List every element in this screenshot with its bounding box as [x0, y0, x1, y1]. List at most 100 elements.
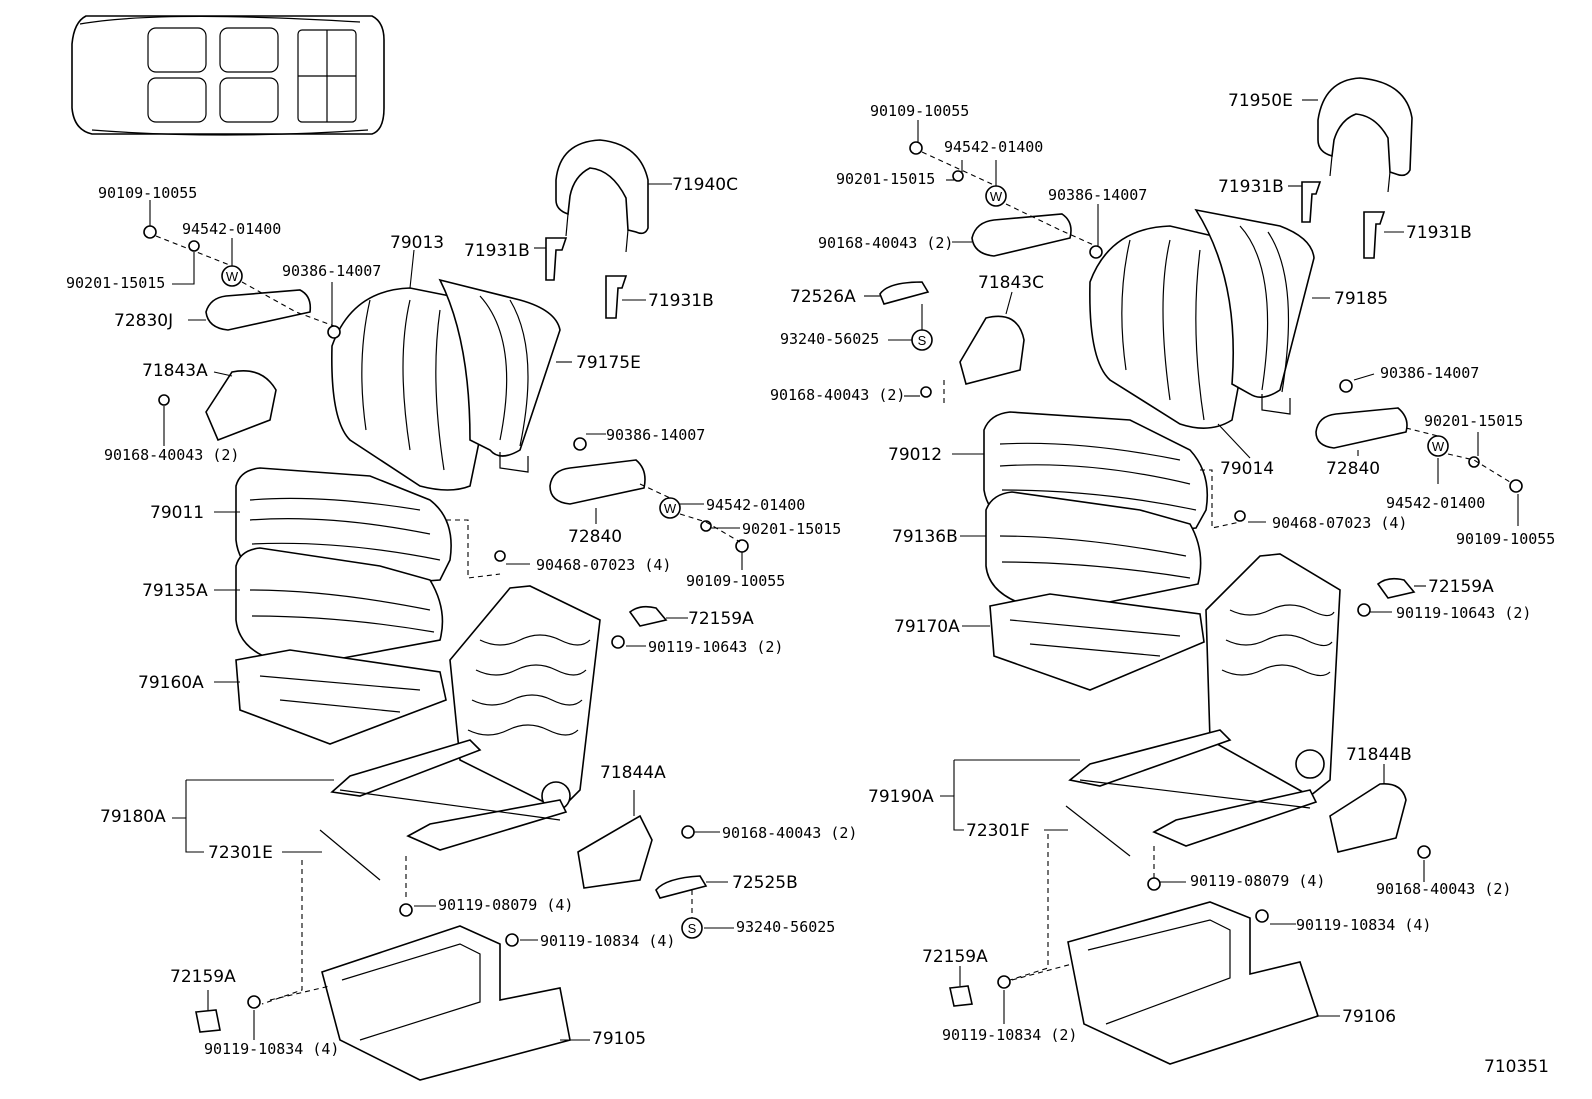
bolt-90119-10834-a [505, 933, 519, 947]
washer-mark-w1-text: W [226, 269, 239, 284]
label-93240-56025-a: 93240-56025 [736, 918, 835, 936]
label-71940c: 71940C [672, 175, 738, 195]
label-90386-14007-d: 90386-14007 [1380, 364, 1479, 382]
label-71931b-c: 71931B [1218, 177, 1284, 197]
label-90119-08079-a: 90119-08079 (4) [438, 896, 573, 914]
diagram-id: 710351 [1484, 1057, 1549, 1077]
label-90168-40043-a: 90168-40043 (2) [104, 446, 239, 464]
recliner-cover-71843a [205, 370, 277, 442]
release-cable-72301f [1065, 805, 1131, 857]
label-71931b-b: 71931B [648, 291, 714, 311]
seat-track-79190a [1068, 729, 1232, 787]
seat-base-79105 [321, 925, 571, 1081]
bolt-90168-40043-b [681, 825, 695, 839]
bolt-90109-10055-a [143, 225, 157, 239]
washer-mark-w4-text: W [1432, 439, 1445, 454]
spacer-mark-s1-text: S [688, 921, 697, 936]
vehicle-layout-inset [71, 15, 385, 136]
clip-90468-07023-a [494, 550, 506, 562]
label-90201-15015-c: 90201-15015 [836, 170, 935, 188]
label-90386-14007-b: 90386-14007 [606, 426, 705, 444]
knob-72159a-b [195, 1009, 221, 1033]
label-90119-10834-c: 90119-10834 (4) [1296, 916, 1431, 934]
bolt-90109-10055-b [735, 539, 749, 553]
label-79135a: 79135A [142, 581, 208, 601]
label-90119-08079-b: 90119-08079 (4) [1190, 872, 1325, 890]
bolt-90119-10643-b [1357, 603, 1371, 617]
armrest-72840-b [971, 213, 1072, 257]
release-lever-72525b [655, 875, 708, 899]
left-seat-assembly: W W S [143, 139, 749, 1081]
nut-90386-14007-c [1089, 245, 1103, 259]
bolt-90119-10834-d [997, 975, 1011, 989]
bolt-90109-10055-c [909, 141, 923, 155]
label-79185: 79185 [1334, 289, 1388, 309]
release-lever-72526a [879, 281, 930, 305]
label-79160a: 79160A [138, 673, 204, 693]
label-71844b: 71844B [1346, 745, 1412, 765]
label-79106: 79106 [1342, 1007, 1396, 1027]
knob-72159a-d [949, 985, 973, 1007]
label-90119-10834-b: 90119-10834 (4) [204, 1040, 339, 1058]
label-90201-15015-d: 90201-15015 [1424, 412, 1523, 430]
seat-cushion-frame-79160a [235, 649, 447, 745]
right-labels: 90109-10055 94542-01400 90201-15015 9038… [770, 91, 1555, 1044]
label-79011: 79011 [150, 503, 204, 523]
label-90168-40043-c: 90168-40043 (2) [818, 234, 953, 252]
washer-mark-w3-text: W [990, 189, 1003, 204]
label-90168-40043-d: 90168-40043 (2) [770, 386, 905, 404]
label-90109-10055-b: 90109-10055 [686, 572, 785, 590]
armrest-72830j [205, 289, 312, 331]
hook-72159a-a [628, 605, 668, 627]
label-90201-15015-b: 90201-15015 [742, 520, 841, 538]
label-90109-10055-c: 90109-10055 [870, 102, 969, 120]
label-90119-10643-b: 90119-10643 (2) [1396, 604, 1531, 622]
label-94542-01400-d: 94542-01400 [1386, 494, 1485, 512]
seatback-pad-79185 [1194, 208, 1315, 398]
bolt-90119-08079-a [399, 903, 413, 917]
label-94542-01400-b: 94542-01400 [706, 496, 805, 514]
label-90168-40043-e: 90168-40043 (2) [1376, 880, 1511, 898]
label-72830j: 72830J [114, 311, 173, 331]
bolt-90168-40043-e [1417, 845, 1431, 859]
label-72840-a: 72840 [568, 527, 622, 547]
washer-mark-w2 [659, 497, 681, 519]
bolt-90109-10055-d [1509, 479, 1523, 493]
bolt-90119-10834-c [1255, 909, 1269, 923]
headrest-support-71931b-c [1301, 181, 1322, 223]
label-79190a: 79190A [868, 787, 934, 807]
label-72525b: 72525B [732, 873, 798, 893]
label-79105: 79105 [592, 1029, 646, 1049]
label-94542-01400-c: 94542-01400 [944, 138, 1043, 156]
label-90386-14007-a: 90386-14007 [282, 262, 381, 280]
label-72840-b: 72840 [1326, 459, 1380, 479]
label-72159a-c: 72159A [1428, 577, 1494, 597]
seat-cushion-frame-79170a [989, 593, 1205, 691]
seat-track-79180a [330, 739, 482, 797]
label-79170a: 79170A [894, 617, 960, 637]
label-94542-01400-a: 94542-01400 [182, 220, 281, 238]
clip-90468-07023-b [1234, 510, 1246, 522]
label-90119-10834-a: 90119-10834 (4) [540, 932, 675, 950]
label-72159a-b: 72159A [170, 967, 236, 987]
seat-cushion-pad-79135a [235, 547, 444, 667]
recliner-cover-71844a [577, 814, 653, 889]
label-93240-56025-b: 93240-56025 [780, 330, 879, 348]
armrest-72840-a [549, 459, 646, 505]
headrest-support-71931b-a [545, 237, 568, 281]
recliner-cover-71844b [1329, 783, 1407, 853]
label-79012: 79012 [888, 445, 942, 465]
armrest-72840-c [1315, 407, 1408, 449]
label-72301e: 72301E [208, 843, 273, 863]
bolt-90119-10834-b [247, 995, 261, 1009]
left-labels: 90109-10055 94542-01400 90201-15015 9038… [66, 175, 857, 1058]
headrest-support-71931b-b [605, 275, 628, 319]
label-72526a: 72526A [790, 287, 856, 307]
label-71843c: 71843C [978, 273, 1044, 293]
seatback-pad-79175e [438, 278, 561, 457]
nut-90386-14007-b [573, 437, 587, 451]
label-71931b-a: 71931B [464, 241, 530, 261]
label-90468-07023-a: 90468-07023 (4) [536, 556, 671, 574]
label-90119-10643-a: 90119-10643 (2) [648, 638, 783, 656]
